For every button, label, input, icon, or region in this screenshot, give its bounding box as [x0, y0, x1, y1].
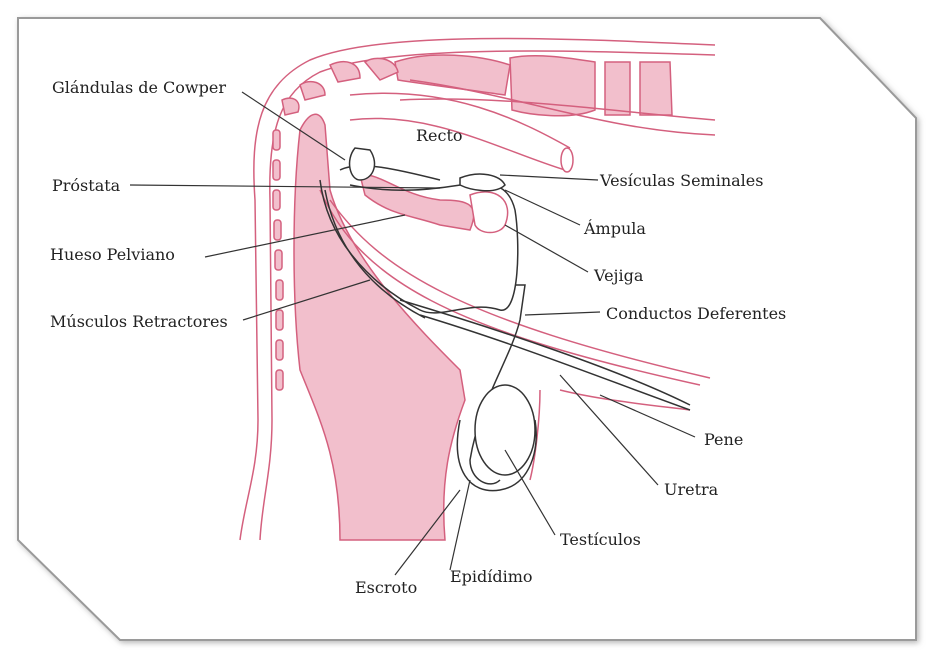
- label-testicles: Testículos: [560, 530, 641, 549]
- ducts-and-testis: [319, 147, 691, 492]
- label-epididymis: Epidídimo: [450, 567, 533, 586]
- anatomy-illustration: [239, 37, 716, 541]
- label-pelvic-bone: Hueso Pelviano: [50, 245, 175, 264]
- label-vas-deferens: Conductos Deferentes: [606, 304, 787, 323]
- label-cowper-glands: Glándulas de Cowper: [52, 78, 226, 97]
- label-penis: Pene: [704, 430, 744, 449]
- frame-border: [17, 17, 917, 641]
- label-urethra: Uretra: [664, 480, 719, 499]
- label-retractor-muscles: Músculos Retractores: [50, 312, 228, 331]
- label-ampulla: Ámpula: [584, 219, 646, 238]
- leader-lines: [129, 91, 696, 576]
- label-rectum: Recto: [416, 126, 463, 145]
- label-prostate: Próstata: [52, 176, 121, 195]
- label-seminal-vesicles: Vesículas Seminales: [600, 171, 764, 190]
- label-bladder: Vejiga: [594, 266, 644, 285]
- label-scrotum: Escroto: [355, 578, 418, 597]
